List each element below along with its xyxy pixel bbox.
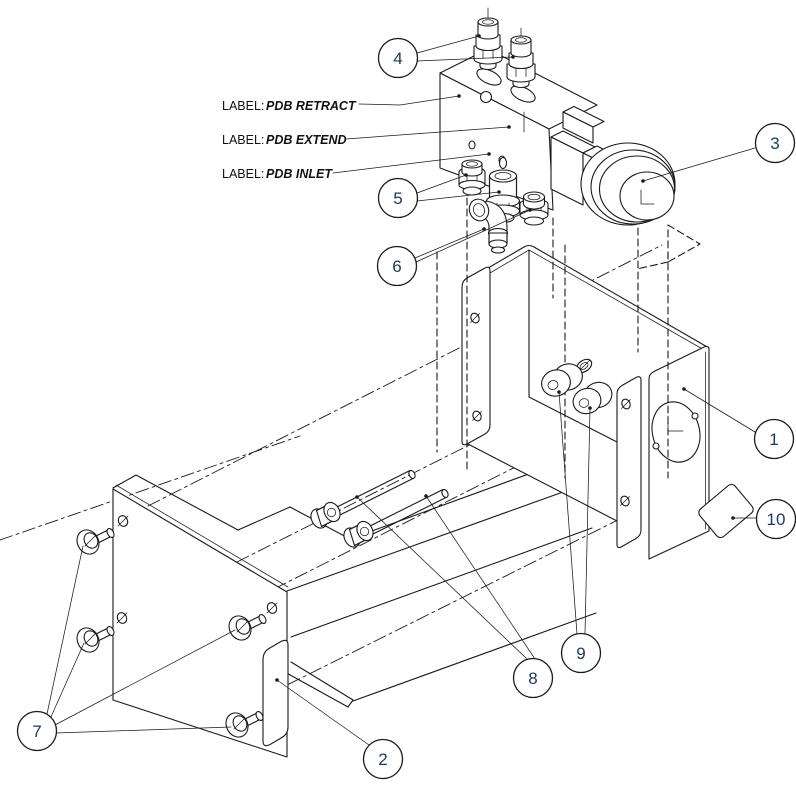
label-prefix: LABEL:	[222, 167, 264, 181]
callout-10: 10	[755, 498, 796, 540]
callout-5: 5	[377, 177, 419, 219]
spacer	[572, 381, 613, 415]
callout-9-number: 9	[576, 644, 585, 663]
label-prefix: LABEL:	[222, 133, 264, 147]
label-value: PDB EXTEND	[266, 133, 347, 147]
cap-screws	[307, 468, 450, 551]
callout-3-number: 3	[770, 134, 779, 153]
projection-lines	[436, 197, 669, 479]
callout-3: 3	[754, 122, 796, 164]
callout-8: 8	[512, 657, 554, 699]
port-labels: LABEL: PDB RETRACT LABEL: PDB EXTEND LAB…	[222, 94, 511, 181]
callout-7: 7	[16, 710, 58, 752]
callout-6-number: 6	[392, 257, 401, 276]
callout-2-number: 2	[378, 750, 387, 769]
label-value: PDB INLET	[266, 167, 333, 181]
callout-1: 1	[753, 418, 795, 460]
callout-5-number: 5	[393, 189, 402, 208]
callout-7-number: 7	[32, 722, 41, 741]
upper-bracket-flange-holes	[470, 312, 482, 422]
callout-2: 2	[362, 738, 404, 780]
inlet-fittings	[458, 159, 549, 254]
flat-head-screw	[72, 525, 116, 559]
label-value: PDB RETRACT	[266, 99, 357, 113]
phantom-outline	[636, 224, 701, 270]
flat-head-screw	[72, 623, 116, 657]
label-pdb-retract: LABEL: PDB RETRACT	[222, 94, 461, 113]
upper-bracket-left-flange	[461, 266, 491, 446]
elbow-fitting	[468, 198, 509, 254]
lower-bracket	[112, 447, 603, 758]
callout-1-number: 1	[769, 430, 778, 449]
small-fitting	[458, 159, 486, 196]
valve-mount-hole	[651, 401, 701, 463]
callout-10-number: 10	[767, 510, 786, 529]
lower-bracket-holes	[116, 515, 278, 624]
callout-9: 9	[560, 632, 602, 674]
spacer	[541, 363, 583, 397]
label-pdb-inlet: LABEL: PDB INLET	[222, 152, 491, 181]
inner-plate-holes	[620, 398, 631, 507]
callout-8-number: 8	[528, 669, 537, 688]
callout-balloons: 1 2 3 4 5 6 7 8 9 10	[16, 37, 796, 780]
callout-4: 4	[377, 37, 419, 79]
valve-assembly	[439, 7, 676, 254]
callout-6: 6	[376, 245, 418, 287]
lower-bracket-base	[282, 527, 597, 708]
label-plate	[698, 483, 754, 539]
callout-leaders	[46, 34, 757, 746]
label-prefix: LABEL:	[222, 99, 264, 113]
push-fitting	[473, 17, 503, 71]
lower-bracket-tab	[262, 639, 289, 747]
label-pdb-extend: LABEL: PDB EXTEND	[222, 125, 511, 147]
push-fitting	[506, 35, 536, 89]
spacers	[541, 358, 613, 415]
callout-4-number: 4	[393, 49, 402, 68]
port-hole	[476, 68, 502, 86]
solenoid-coil	[580, 142, 676, 226]
small-fitting	[519, 191, 549, 226]
port-hole	[510, 85, 536, 103]
